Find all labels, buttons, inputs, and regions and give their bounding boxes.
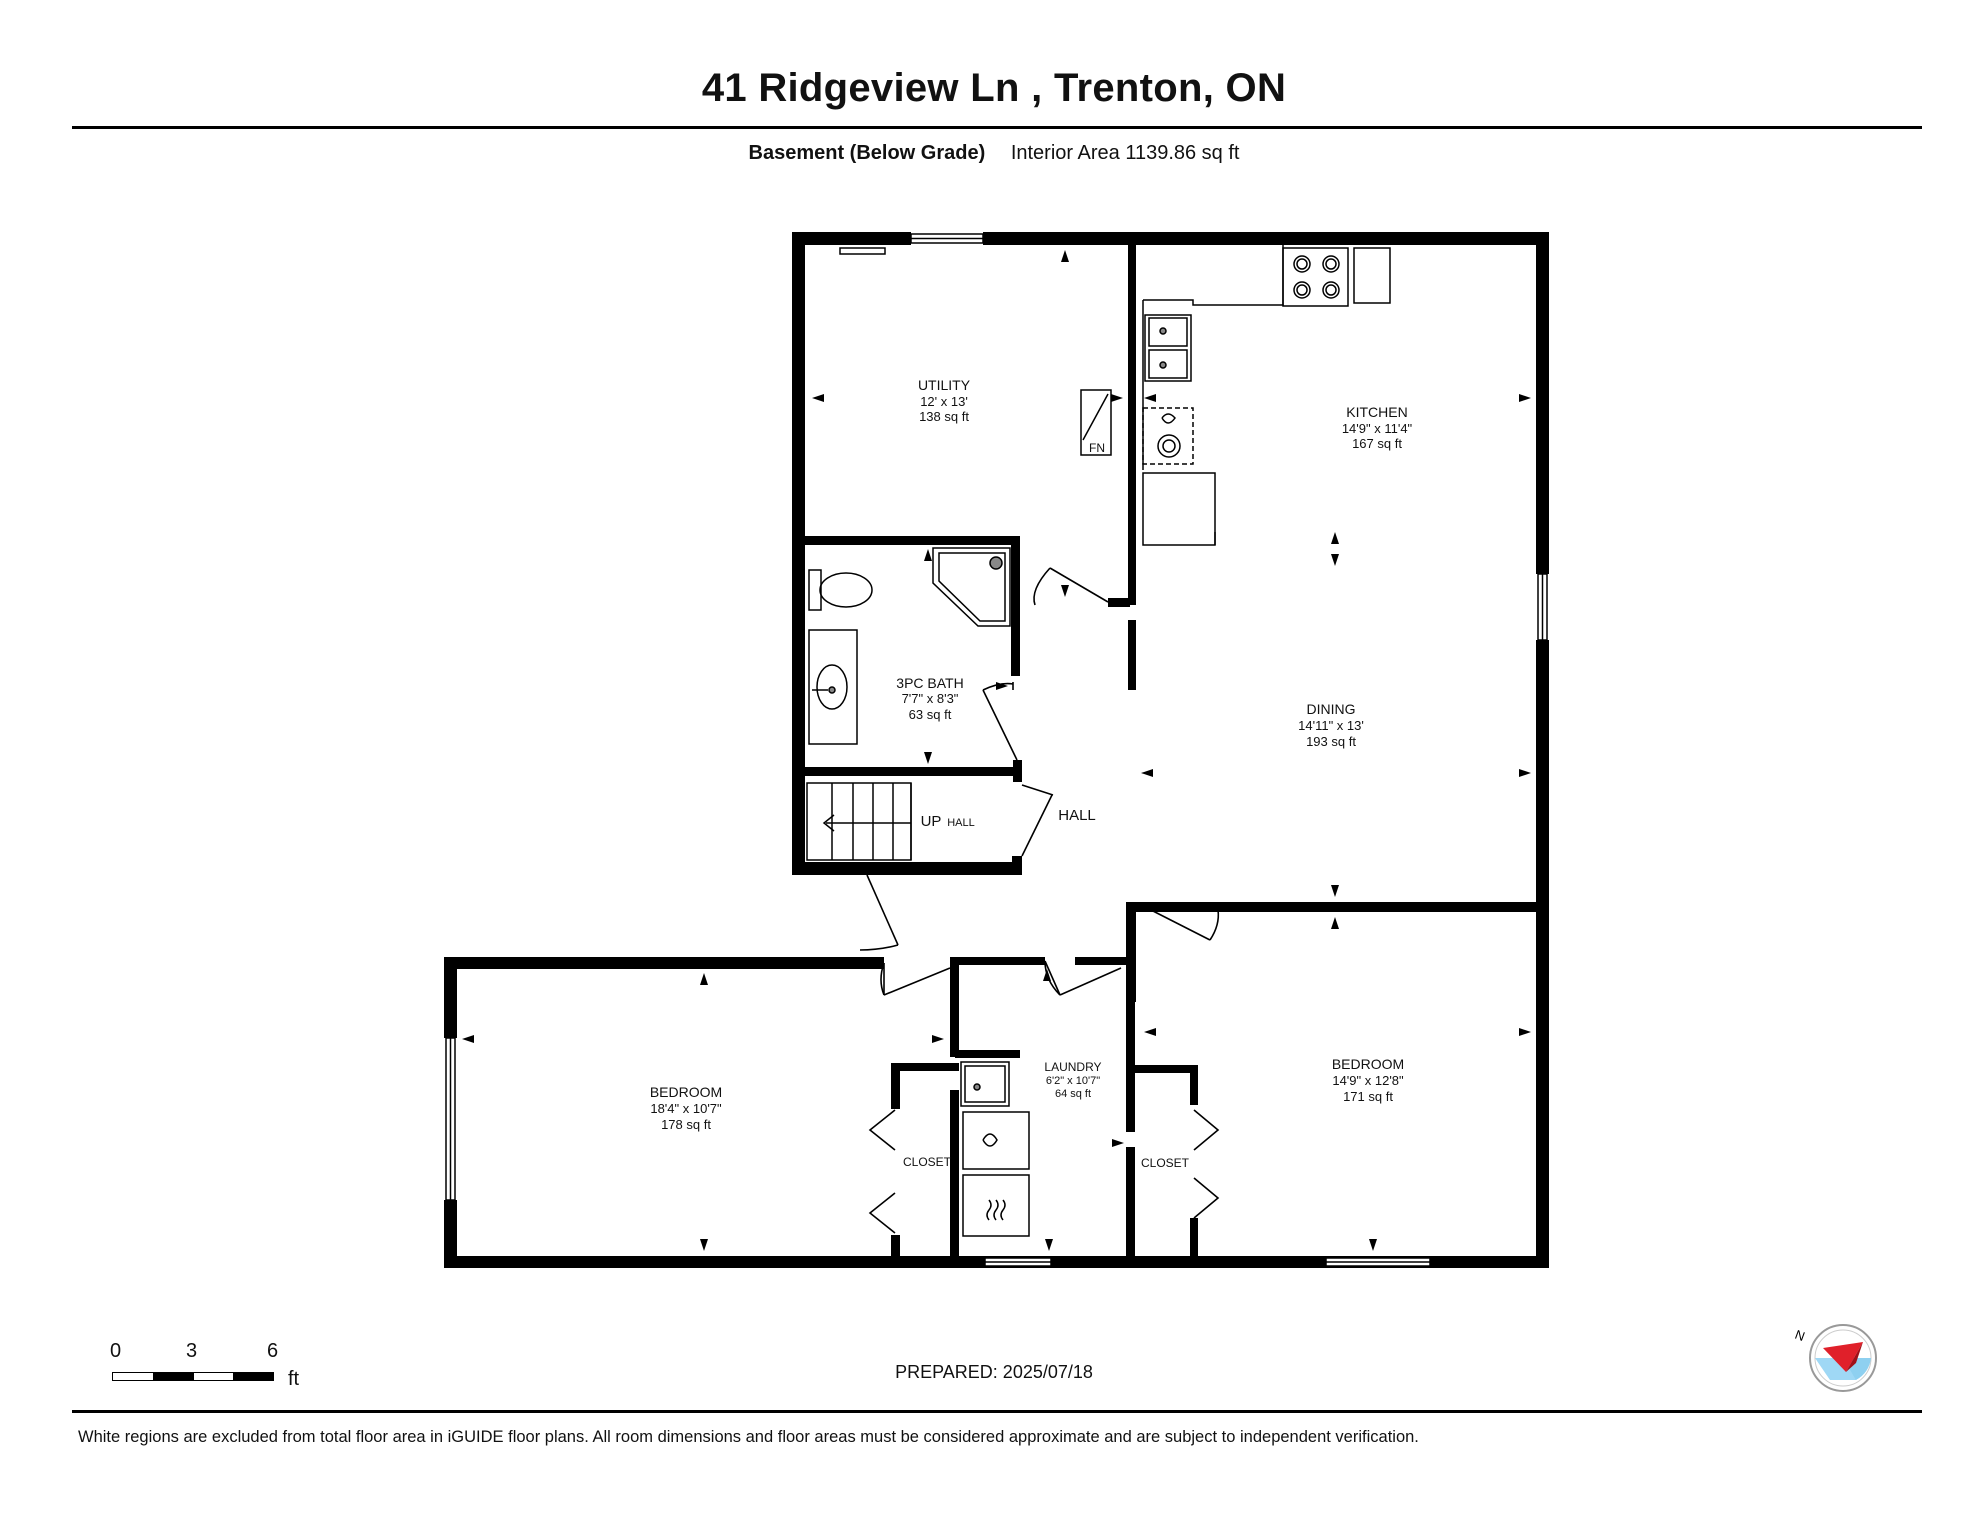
bath-dims: 7'7" x 8'3" <box>902 691 959 706</box>
dimension-arrows <box>462 250 1531 1251</box>
closet-left-label: CLOSET <box>903 1155 952 1169</box>
fridge <box>1353 247 1391 304</box>
prepared-date: PREPARED: 2025/07/18 <box>895 1362 1093 1382</box>
walls <box>444 232 1549 1268</box>
dining-name: DINING <box>1307 701 1356 717</box>
kitchen-area: 167 sq ft <box>1352 436 1402 451</box>
utility-area: 138 sq ft <box>919 409 969 424</box>
footer-rule <box>72 1410 1922 1413</box>
staircase <box>806 782 912 861</box>
scale-bar: 0 3 6 ft <box>110 1340 310 1400</box>
disclaimer-footer: White regions are excluded from total fl… <box>78 1428 1419 1446</box>
scale-tick-6: 6 <box>267 1340 279 1362</box>
dining-area: 193 sq ft <box>1306 734 1356 749</box>
bedroom-right-name: BEDROOM <box>1332 1056 1404 1072</box>
property-address-title: 41 Ridgeview Ln , Trenton, ON <box>701 66 1287 110</box>
dishwasher <box>1142 407 1194 465</box>
scale-seg-4 <box>233 1372 274 1381</box>
hall-name: HALL <box>1058 807 1096 824</box>
dryer <box>962 1174 1030 1237</box>
level-name: Basement (Below Grade) <box>748 142 986 164</box>
bedroom-left-name: BEDROOM <box>650 1084 722 1100</box>
interior-area: Interior Area 1139.86 sq ft <box>1010 142 1240 164</box>
bath-area: 63 sq ft <box>909 707 952 722</box>
kitchen-name: KITCHEN <box>1346 404 1407 420</box>
bedroom-left-area: 178 sq ft <box>661 1117 711 1132</box>
kitchen-dims: 14'9" x 11'4" <box>1342 421 1413 436</box>
laundry-area: 64 sq ft <box>1055 1088 1091 1100</box>
washer <box>962 1111 1030 1170</box>
bedroom-right-dims: 14'9" x 12'8" <box>1332 1073 1404 1088</box>
bath-name: 3PC BATH <box>896 675 963 691</box>
laundry-sink <box>960 1061 1010 1107</box>
windows <box>445 233 1548 1267</box>
closet-right-label: CLOSET <box>1141 1156 1190 1170</box>
utility-dims: 12' x 13' <box>920 394 968 409</box>
laundry-name: LAUNDRY <box>1044 1060 1101 1074</box>
stove <box>1282 247 1349 307</box>
compass-icon: N <box>1793 1324 1877 1392</box>
furnace <box>1080 389 1112 456</box>
scale-tick-3: 3 <box>186 1340 198 1362</box>
dining-dims: 14'11" x 13' <box>1298 718 1364 733</box>
laundry-dims: 6'2" x 10'7" <box>1046 1075 1100 1087</box>
kitchen-counter <box>1142 472 1216 546</box>
room-labels: UTILITY 12' x 13' 138 sq ft FN KITCHEN 1… <box>650 377 1413 1170</box>
utility-name: UTILITY <box>918 377 971 393</box>
furnace-tag: FN <box>1089 441 1105 455</box>
stair-up-label: UP <box>921 813 942 830</box>
scale-tick-0: 0 <box>110 1340 122 1362</box>
fixtures <box>808 245 1391 1237</box>
kitchen-sink <box>1144 314 1192 382</box>
level-summary: Basement (Below Grade) Interior Area 113… <box>0 142 1988 165</box>
compass-north-label: N <box>1793 1327 1807 1344</box>
bedroom-right-area: 171 sq ft <box>1343 1089 1393 1104</box>
doors <box>859 567 1220 1234</box>
scale-unit: ft <box>288 1368 300 1390</box>
header-rule <box>72 126 1922 129</box>
stair-hall-label: HALL <box>947 817 975 829</box>
bedroom-left-dims: 18'4" x 10'7" <box>650 1101 722 1116</box>
